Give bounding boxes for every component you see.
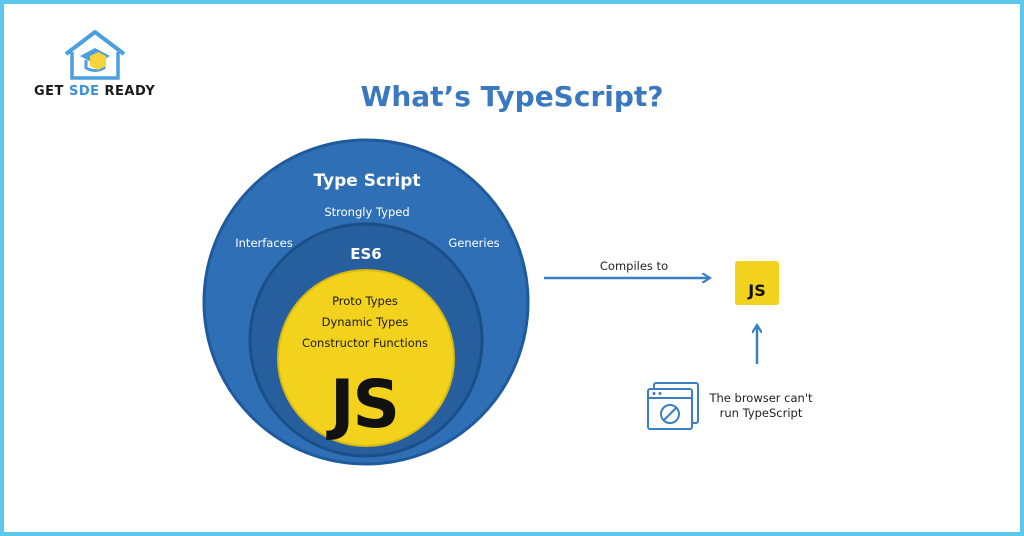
js-badge-text: JS: [748, 281, 766, 300]
js-logo-badge: JS: [735, 261, 779, 305]
javascript-label: JS: [329, 366, 400, 443]
brand-logo[interactable]: GET SDE READY: [34, 26, 174, 106]
dynamic-types-label: Dynamic Types: [321, 315, 409, 329]
browser-note: The browser can't run TypeScript: [709, 391, 813, 420]
javascript-circle: [277, 269, 455, 447]
compiles-to-label: Compiles to: [599, 259, 669, 273]
page-title: What’s TypeScript?: [360, 80, 664, 113]
proto-types-label: Proto Types: [332, 294, 398, 308]
typescript-label: Type Script: [313, 171, 421, 191]
interfaces-label: Interfaces: [235, 236, 293, 250]
strongly-typed-label: Strongly Typed: [324, 205, 410, 219]
brand-name: GET SDE READY: [34, 84, 156, 99]
es6-label: ES6: [350, 245, 382, 263]
house-graduation-cap-logo-icon: [64, 30, 126, 80]
constructor-functions-label: Constructor Functions: [301, 336, 429, 350]
typescript-diagram: [202, 138, 1020, 466]
generics-label: Generies: [448, 236, 500, 250]
browser-blocked-icon: [647, 382, 699, 430]
